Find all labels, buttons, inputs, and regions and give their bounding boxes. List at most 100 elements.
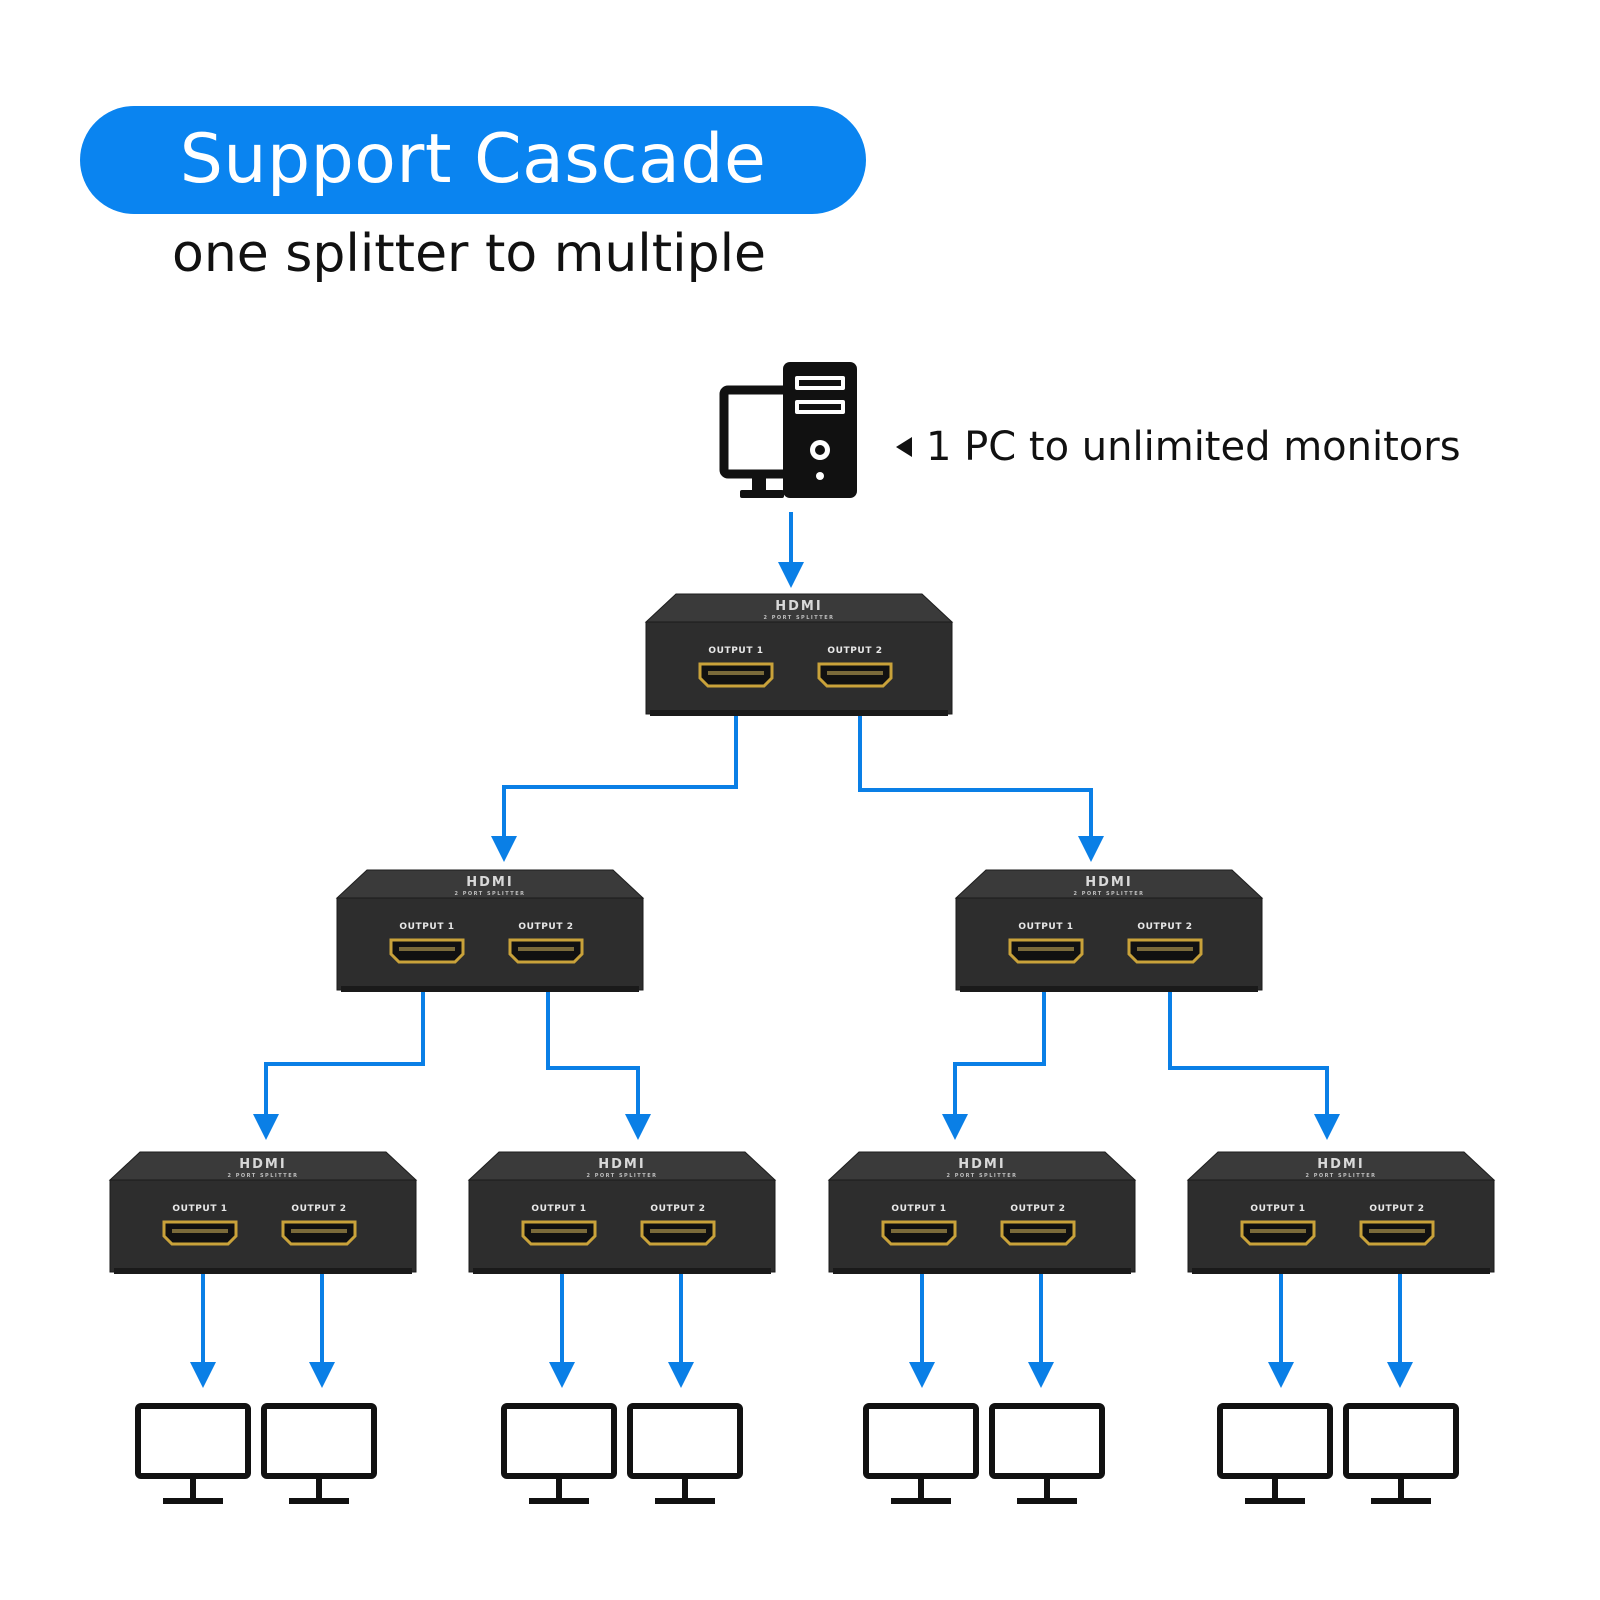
port-label-output-1: OUTPUT 1 [1018, 922, 1073, 932]
splitter-front [828, 1179, 1136, 1273]
monitor-icon [501, 1403, 617, 1504]
splitter-subtitle: 2 PORT SPLITTER [455, 891, 526, 897]
splitter-base [650, 710, 948, 716]
port-label-output-1: OUTPUT 1 [891, 1204, 946, 1214]
hdmi-port-pins [172, 1229, 228, 1233]
monitor-icon [627, 1403, 743, 1504]
title-banner: Support Cascade [80, 106, 866, 214]
arrow-head-icon [253, 1114, 279, 1140]
arrow-head-icon [909, 1362, 935, 1388]
hdmi-port-pins [1018, 947, 1074, 951]
splitter-front [645, 621, 953, 715]
port-label-output-1: OUTPUT 1 [399, 922, 454, 932]
splitter-subtitle: 2 PORT SPLITTER [764, 615, 835, 621]
arrow-head-icon [1028, 1362, 1054, 1388]
port-label-output-1: OUTPUT 1 [1250, 1204, 1305, 1214]
port-label-output-1: OUTPUT 1 [172, 1204, 227, 1214]
hdmi-port-pins [1250, 1229, 1306, 1233]
splitter-brand: HDMI [598, 1157, 645, 1172]
monitor-icon [135, 1403, 251, 1504]
splitter-base [833, 1268, 1131, 1274]
connector-l2-to-l3 [953, 968, 1046, 1116]
port-label-output-2: OUTPUT 2 [1137, 922, 1192, 932]
splitter-brand: HDMI [958, 1157, 1005, 1172]
arrow-head-icon [942, 1114, 968, 1140]
monitor-icon [863, 1403, 979, 1504]
hdmi-port-pins [708, 671, 764, 675]
page-subtitle: one splitter to multiple [172, 224, 767, 284]
desktop-pc-icon [719, 362, 857, 498]
connector-l1-to-l2-left [502, 690, 738, 840]
splitter-base [114, 1268, 412, 1274]
splitter-front [109, 1179, 417, 1273]
hdmi-port-pins [1369, 1229, 1425, 1233]
splitter-base [473, 1268, 771, 1274]
port-label-output-2: OUTPUT 2 [1010, 1204, 1065, 1214]
arrow-head-icon [549, 1362, 575, 1388]
page-title: Support Cascade [179, 120, 767, 199]
hdmi-port-pins [1010, 1229, 1066, 1233]
port-label-output-2: OUTPUT 2 [650, 1204, 705, 1214]
splitter-brand: HDMI [775, 599, 822, 614]
hdmi-port-pins [531, 1229, 587, 1233]
splitter-brand: HDMI [239, 1157, 286, 1172]
monitor-icon [261, 1403, 377, 1504]
splitter-subtitle: 2 PORT SPLITTER [1074, 891, 1145, 897]
monitor-group [135, 1403, 1459, 1504]
splitter-base [1192, 1268, 1490, 1274]
hdmi-port-pins [399, 947, 455, 951]
pc-callout-text: 1 PC to unlimited monitors [926, 424, 1461, 470]
arrow-head-icon [491, 836, 517, 862]
port-label-output-1: OUTPUT 1 [708, 646, 763, 656]
pointer-triangle-icon [896, 437, 912, 457]
hdmi-port-pins [827, 671, 883, 675]
splitter-front [336, 897, 644, 991]
monitor-icon [1217, 1403, 1333, 1504]
splitter-base [341, 986, 639, 992]
arrow-head-icon [1387, 1362, 1413, 1388]
splitter-front [1187, 1179, 1495, 1273]
port-label-output-2: OUTPUT 2 [1369, 1204, 1424, 1214]
splitter-brand: HDMI [1085, 875, 1132, 890]
splitter-subtitle: 2 PORT SPLITTER [1306, 1173, 1377, 1179]
splitter-brand: HDMI [466, 875, 513, 890]
port-label-output-1: OUTPUT 1 [531, 1204, 586, 1214]
hdmi-port-pins [891, 1229, 947, 1233]
arrow-head-icon [1268, 1362, 1294, 1388]
arrow-head-icon [625, 1114, 651, 1140]
port-label-output-2: OUTPUT 2 [518, 922, 573, 932]
arrow-head-icon [778, 562, 804, 588]
arrow-head-icon [1314, 1114, 1340, 1140]
monitor-icon [989, 1403, 1105, 1504]
splitter-base [960, 986, 1258, 992]
splitter-front [468, 1179, 776, 1273]
connector-l1-to-l2-right [858, 690, 1093, 840]
connector-l2-to-l3 [546, 968, 640, 1116]
splitter-subtitle: 2 PORT SPLITTER [947, 1173, 1018, 1179]
hdmi-port-pins [650, 1229, 706, 1233]
splitter-subtitle: 2 PORT SPLITTER [587, 1173, 658, 1179]
arrow-head-icon [309, 1362, 335, 1388]
port-label-output-2: OUTPUT 2 [291, 1204, 346, 1214]
hdmi-port-pins [291, 1229, 347, 1233]
hdmi-port-pins [1137, 947, 1193, 951]
monitor-icon [1343, 1403, 1459, 1504]
arrow-head-icon [668, 1362, 694, 1388]
connector-l2-to-l3 [1168, 968, 1329, 1116]
splitter-brand: HDMI [1317, 1157, 1364, 1172]
hdmi-port-pins [518, 947, 574, 951]
arrow-head-icon [1078, 836, 1104, 862]
connector-l2-to-l3 [264, 968, 425, 1116]
port-label-output-2: OUTPUT 2 [827, 646, 882, 656]
arrow-head-icon [190, 1362, 216, 1388]
splitter-subtitle: 2 PORT SPLITTER [228, 1173, 299, 1179]
